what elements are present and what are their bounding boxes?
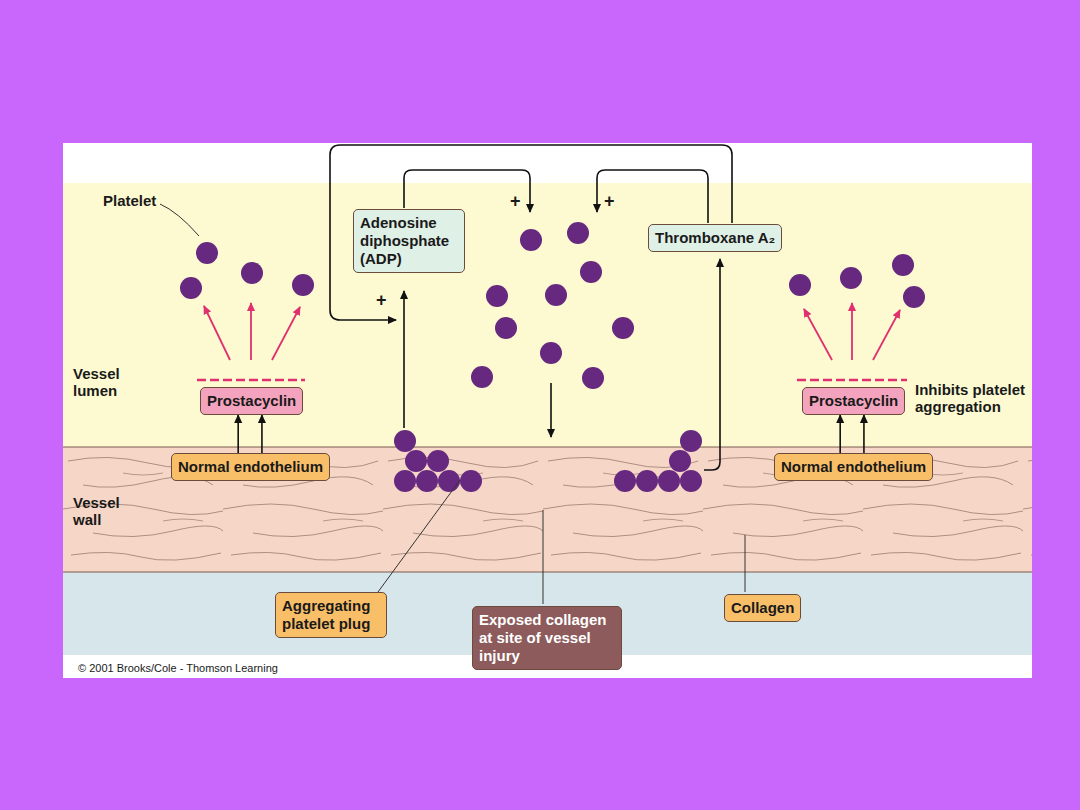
plus-sign: +: [604, 191, 615, 211]
platelet: [614, 470, 636, 492]
box-text: Normal endothelium: [781, 458, 926, 476]
plus-sign: +: [376, 290, 387, 310]
box-text: Exposed collagen at site of vessel injur…: [479, 611, 615, 665]
label-box: Prostacyclin: [200, 387, 303, 415]
platelet: [580, 261, 602, 283]
box-text: Thromboxane A₂: [655, 229, 775, 247]
platelet: [840, 267, 862, 289]
platelet: [892, 254, 914, 276]
platelet: [460, 470, 482, 492]
platelet: [405, 450, 427, 472]
platelet: [903, 286, 925, 308]
annotation: Vessel wall: [73, 494, 133, 528]
platelet: [394, 430, 416, 452]
platelet: [669, 450, 691, 472]
box-text: Prostacyclin: [809, 392, 898, 410]
connector-arrow: [261, 415, 263, 453]
label-box: Exposed collagen at site of vessel injur…: [472, 606, 622, 670]
platelet: [636, 470, 658, 492]
connector-arrow: [839, 415, 841, 453]
platelet: [680, 470, 702, 492]
box-text: Adenosine diphosphate (ADP): [360, 214, 458, 268]
platelet: [292, 274, 314, 296]
platelet: [495, 317, 517, 339]
label-box: Aggregating platelet plug: [275, 592, 387, 638]
platelet: [471, 366, 493, 388]
platelet: [438, 470, 460, 492]
platelet: [416, 470, 438, 492]
platelet: [545, 284, 567, 306]
platelet: [241, 262, 263, 284]
label-box: Collagen: [724, 594, 801, 622]
platelet: [394, 470, 416, 492]
box-text: Collagen: [731, 599, 794, 617]
platelet: [658, 470, 680, 492]
label-box: Prostacyclin: [802, 387, 905, 415]
platelet: [582, 367, 604, 389]
platelet: [540, 342, 562, 364]
annotation: Platelet: [103, 192, 156, 209]
connector-arrow: [237, 415, 239, 453]
platelet: [427, 450, 449, 472]
label-box: Normal endothelium: [171, 453, 330, 481]
platelet: [612, 317, 634, 339]
annotation: © 2001 Brooks/Cole - Thomson Learning: [78, 662, 278, 675]
platelet: [196, 242, 218, 264]
box-text: Normal endothelium: [178, 458, 323, 476]
annotation: Vessel lumen: [73, 365, 143, 399]
label-box: Thromboxane A₂: [648, 224, 782, 252]
platelet: [567, 222, 589, 244]
platelet: [180, 277, 202, 299]
box-text: Prostacyclin: [207, 392, 296, 410]
label-box: Adenosine diphosphate (ADP): [353, 209, 465, 273]
platelet: [486, 285, 508, 307]
platelet: [520, 229, 542, 251]
platelet: [789, 274, 811, 296]
connector-arrow: [863, 415, 865, 453]
box-text: Aggregating platelet plug: [282, 597, 380, 633]
plus-sign: +: [510, 191, 521, 211]
annotation: Inhibits platelet aggregation: [915, 381, 1033, 415]
label-box: Normal endothelium: [774, 453, 933, 481]
platelet: [680, 430, 702, 452]
